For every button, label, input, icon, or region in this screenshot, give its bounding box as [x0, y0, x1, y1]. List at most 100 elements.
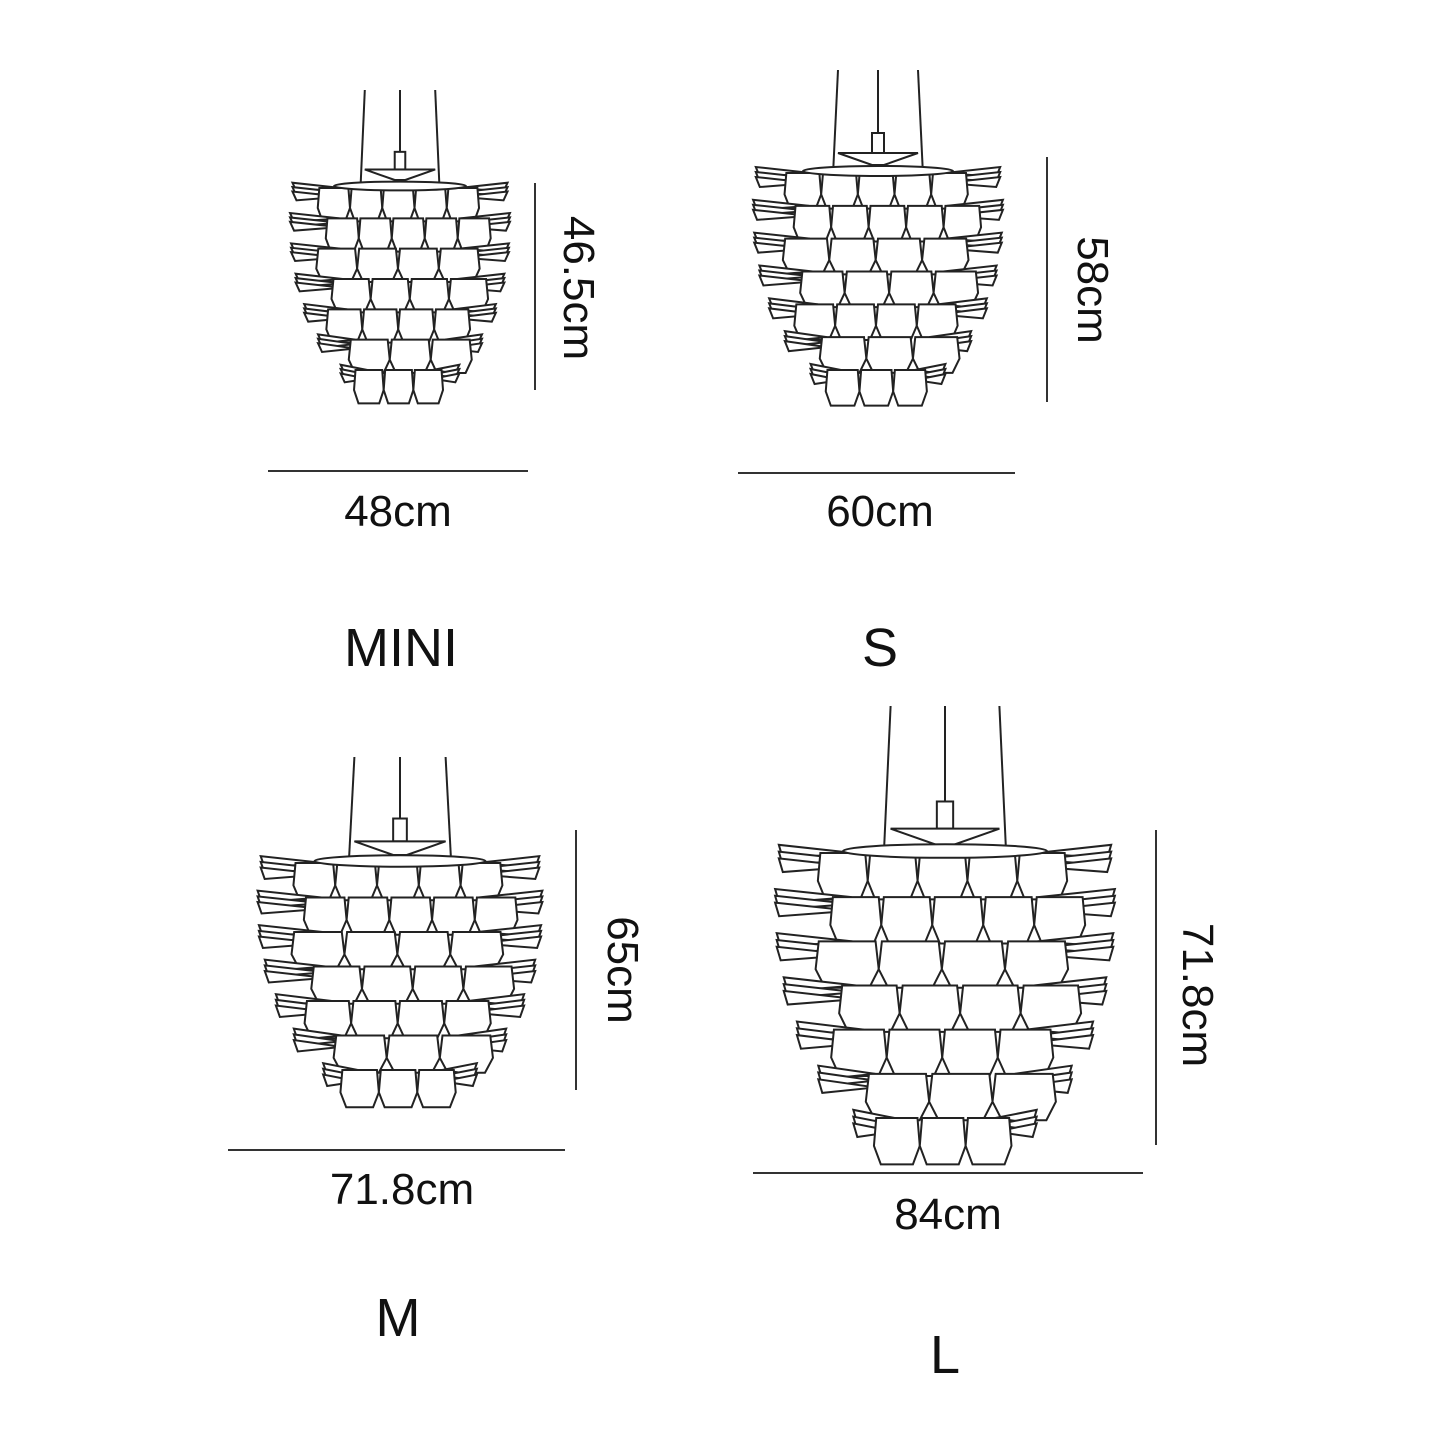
lamp-leaf	[838, 984, 901, 1033]
lamp-leaf	[773, 901, 852, 918]
lamp-leaf	[918, 1117, 967, 1166]
lamp-leaf	[1003, 940, 1070, 989]
suspension-wire	[882, 705, 892, 856]
lamp-leaf	[292, 1038, 342, 1053]
lamp-leaf	[959, 984, 1022, 1033]
lamp-canopy	[364, 168, 436, 181]
lamp-leaf	[1016, 852, 1069, 901]
lamp-leaf	[814, 940, 880, 989]
width-dimension-line	[228, 1149, 565, 1151]
lamp-leaf	[982, 896, 1036, 945]
lamp-leaf	[477, 935, 543, 950]
lamp-leaf	[866, 852, 919, 901]
lamp-leaf	[416, 1069, 457, 1109]
lamp-top-disc	[333, 180, 467, 192]
width-dimension-line	[268, 470, 528, 472]
suspension-wire	[359, 89, 366, 191]
lamp-leaf	[945, 241, 1004, 254]
width-dimension-line	[738, 472, 1015, 474]
suspension-wire	[444, 756, 453, 866]
lamp-leaf	[783, 339, 827, 353]
size-label: S	[861, 618, 899, 678]
lamp-leaf	[256, 900, 322, 915]
lamp-leaf	[782, 989, 857, 1006]
lamp-top-disc	[842, 843, 1048, 859]
lamp-leaf	[293, 281, 343, 293]
lamp-leaf	[945, 175, 1002, 189]
lamp-leaf	[442, 1073, 479, 1088]
size-label: L	[929, 1325, 961, 1385]
width-label: 71.8cm	[329, 1165, 475, 1214]
lamp-leaf	[816, 1078, 876, 1094]
suspension-wire	[434, 89, 441, 191]
height-dimension-line	[534, 183, 536, 390]
height-label: 71.8cm	[1173, 922, 1222, 1068]
lamp-leaf	[468, 1004, 526, 1019]
lamp-leaf	[885, 1028, 944, 1078]
width-label: 60cm	[826, 487, 934, 536]
lamp-leaf	[377, 1069, 419, 1109]
lamp-leaf	[432, 372, 462, 384]
lamp-canopy	[837, 152, 919, 166]
lamp-leaf	[937, 307, 989, 320]
lamp-leaf	[991, 1072, 1057, 1122]
lamp-leaf	[824, 369, 861, 407]
lamp-leaf	[931, 896, 985, 945]
width-label: 84cm	[894, 1190, 1002, 1239]
lamp-leaf	[429, 338, 473, 374]
suspension-wire	[998, 705, 1008, 856]
lamp-leaf	[332, 1034, 388, 1074]
lamp-leaf	[816, 852, 869, 901]
lamp-leaf	[877, 940, 943, 989]
suspension-wire	[347, 756, 356, 866]
lamp-leaf	[898, 984, 962, 1033]
lamp-leaf	[892, 369, 928, 407]
lamp-leaf	[964, 1117, 1013, 1166]
lamp-leaf	[966, 852, 1019, 901]
height-dimension-line	[575, 830, 577, 1090]
lamp-leaf	[880, 896, 934, 945]
lamp-leaf	[829, 896, 883, 945]
lamp-leaf	[339, 1069, 380, 1109]
lamp-top-disc	[313, 854, 487, 868]
lamp-leaf	[288, 220, 340, 232]
lamp-leaf	[751, 208, 810, 221]
lamp-leaf	[476, 866, 541, 881]
size-label: MINI	[344, 618, 458, 678]
lamp-leaf	[1036, 857, 1113, 874]
lamp-canopy	[890, 827, 1000, 846]
lamp-leaf	[1026, 1033, 1095, 1050]
lamp-leaf	[872, 1117, 921, 1166]
lamp-leaf	[864, 1072, 931, 1122]
height-dimension-line	[1046, 157, 1048, 402]
suspension-wire	[832, 69, 839, 176]
lamp-leaf	[914, 372, 948, 386]
width-label: 48cm	[344, 487, 452, 536]
suspension-wire	[917, 69, 924, 176]
lamp-leaf	[995, 1122, 1039, 1139]
size-label: M	[375, 1288, 421, 1348]
lamp-leaf	[928, 1072, 994, 1122]
lamp-leaf	[412, 369, 445, 405]
lamp-leaf	[459, 190, 510, 202]
lamp-leaf	[316, 341, 356, 354]
lamp-leaf	[438, 1034, 494, 1074]
lamp-top-disc	[802, 165, 954, 177]
width-dimension-line	[753, 1172, 1143, 1174]
lamp-leaf	[941, 1028, 999, 1078]
height-dimension-line	[1155, 830, 1157, 1145]
lamp-leaf	[263, 969, 326, 984]
lamp-socket	[935, 800, 955, 830]
lamp-leaf	[916, 852, 969, 901]
lamp-leaf	[1037, 945, 1115, 962]
lamp-leaf	[382, 369, 415, 405]
lamp-leaf	[940, 940, 1006, 989]
lamp-leaf	[452, 311, 498, 323]
lamp-leaf	[911, 336, 961, 374]
lamp-leaf	[818, 336, 868, 374]
lamp-leaf	[459, 251, 511, 263]
lamp-leaf	[347, 338, 391, 374]
lamp-leaf	[858, 369, 895, 407]
